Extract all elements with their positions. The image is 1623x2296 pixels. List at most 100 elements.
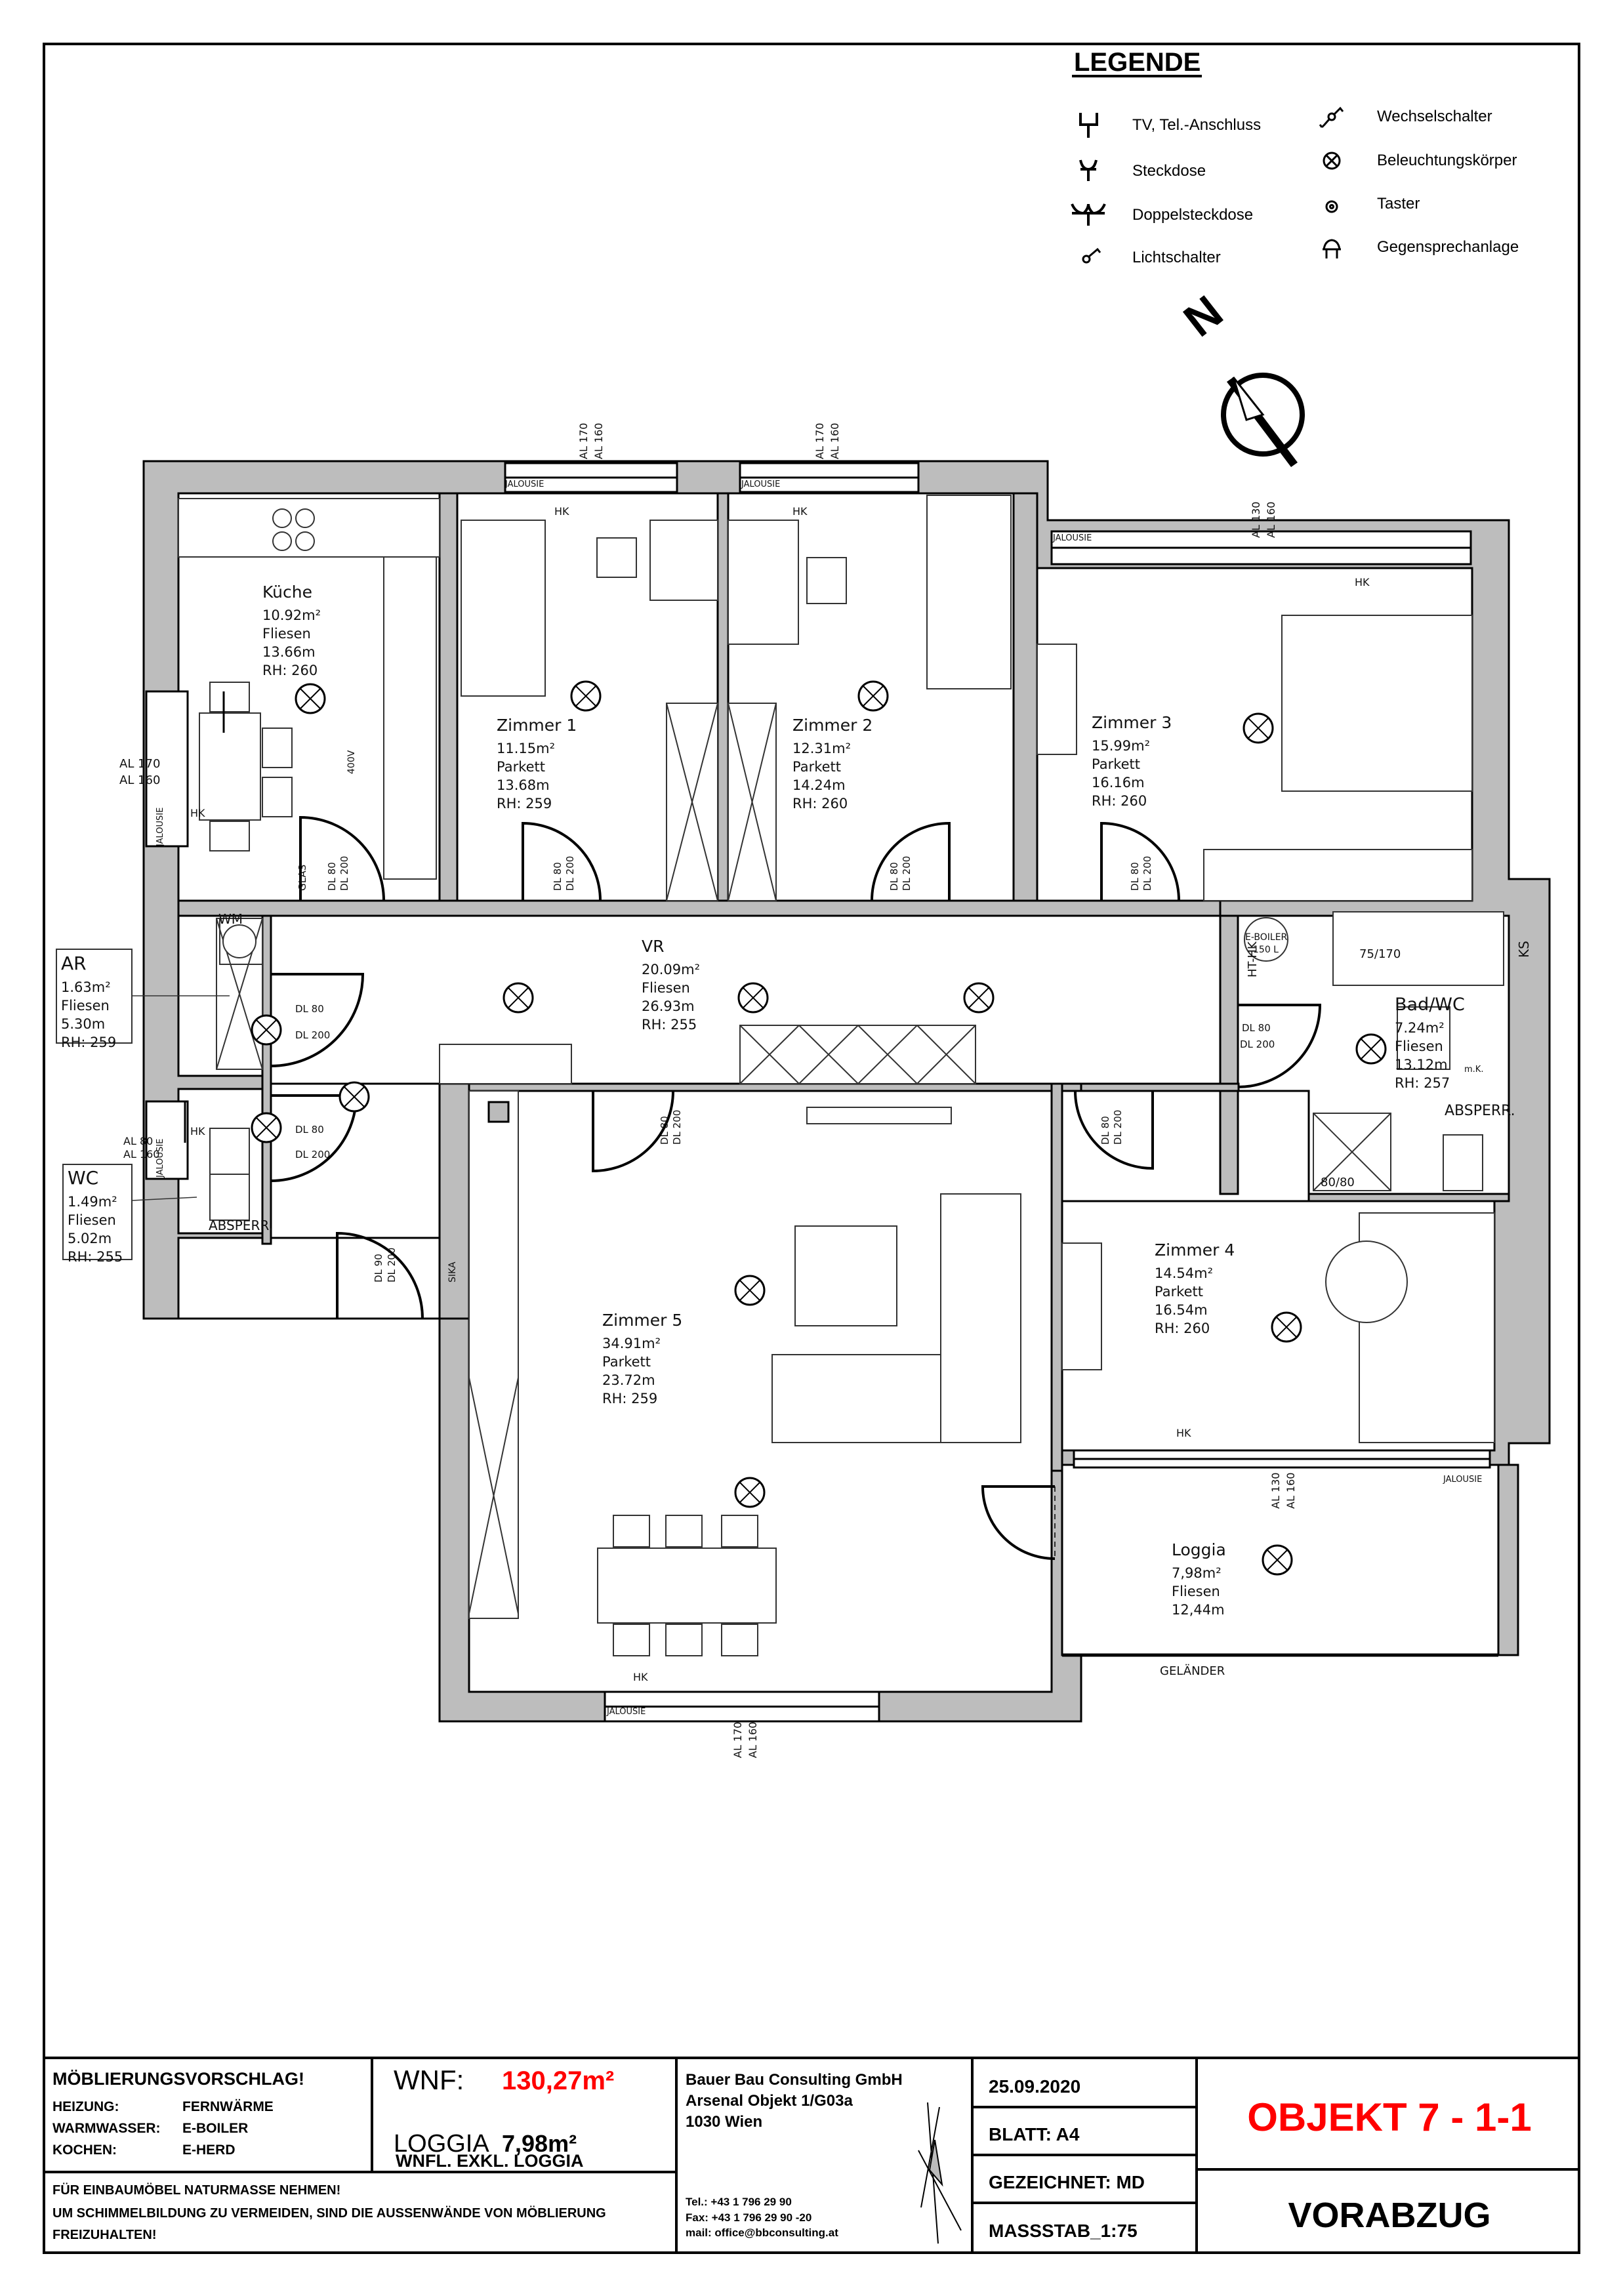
light-fixtures: [251, 680, 1387, 1576]
room-label-name: AR: [61, 953, 87, 974]
annotation-hk: HK: [633, 1671, 648, 1683]
object-number: OBJEKT 7 - 1-1: [1247, 2095, 1531, 2139]
room-label-perimeter: 26.93m: [642, 998, 695, 1014]
partition-wall: [177, 899, 1222, 917]
company-city: 1030 Wien: [686, 2113, 762, 2131]
legend-label: Doppelsteckdose: [1132, 206, 1253, 224]
e-boiler: [1244, 917, 1288, 962]
toilet: [1443, 1134, 1483, 1191]
room-label-height: RH: 260: [1092, 793, 1147, 809]
chair: [806, 557, 847, 604]
chair: [209, 821, 250, 851]
room-label-name: Zimmer 3: [1092, 713, 1172, 732]
light-fixture-cross: [863, 686, 884, 707]
legend-label: TV, Tel.-Anschluss: [1132, 116, 1261, 134]
annotation-al160: AL 160: [1284, 1473, 1297, 1509]
bed: [461, 520, 546, 697]
cross-hatch: [739, 1025, 800, 1084]
annotation-hk: HK: [190, 807, 205, 819]
room-label-height: RH: 255: [642, 1017, 697, 1033]
spec-value: E-BOILER: [182, 2121, 248, 2136]
room-label-name: Bad/WC: [1395, 994, 1465, 1015]
room-label-perimeter: 13.12m: [1395, 1057, 1448, 1073]
room-label-name: VR: [642, 937, 664, 956]
annotation-jalousie: JALOUSIE: [504, 480, 544, 489]
room-label-perimeter: 12,44m: [1172, 1602, 1225, 1618]
room-label-floor: Parkett: [602, 1354, 651, 1370]
draft-status: VORABZUG: [1288, 2196, 1491, 2235]
annotation-sika: SIKA: [447, 1261, 458, 1282]
room-label-area: 14.54m²: [1155, 1265, 1213, 1281]
room-label-name: Zimmer 2: [792, 716, 873, 735]
socket-icon: [1079, 159, 1098, 181]
room-label-height: RH: 257: [1395, 1075, 1450, 1091]
annotation-hk: HK: [190, 1125, 205, 1138]
dining-table: [597, 1548, 777, 1624]
partition-wall: [1050, 1082, 1063, 1472]
cross-hatch: [728, 703, 777, 901]
desk: [649, 520, 718, 601]
room-label-floor: Parkett: [1092, 756, 1140, 772]
wc-leader-line: [131, 1197, 197, 1201]
annotation-dl80: DL 80: [1129, 862, 1141, 891]
desk: [1037, 644, 1077, 755]
partition-wall: [261, 914, 272, 1245]
light-fixture-cross: [968, 987, 989, 1008]
spec-key: KOCHEN:: [52, 2142, 117, 2158]
spec-value: FERNWÄRME: [182, 2099, 274, 2114]
door-swing: [981, 1485, 1056, 1560]
annotation-dl90: DL 90: [373, 1254, 384, 1282]
note: FÜR EINBAUMÖBEL NATURMASSE NEHMEN!: [52, 2183, 340, 2198]
stove-burner: [295, 531, 315, 551]
room-label-height: RH: 260: [1155, 1321, 1210, 1336]
room-label-perimeter: 14.24m: [792, 777, 846, 793]
cross-hatch: [468, 1377, 519, 1614]
title-block: [44, 2057, 1579, 2253]
room-label-floor: Parkett: [1155, 1284, 1203, 1300]
round-table: [1325, 1240, 1408, 1323]
annotation-dl200: DL 200: [1240, 1038, 1275, 1050]
legend-label: Wechselschalter: [1377, 108, 1492, 125]
room-label-area: 34.91m²: [602, 1336, 661, 1351]
annotation-hk: HK: [1176, 1427, 1191, 1439]
cross-hatch: [916, 1025, 976, 1084]
room-label-perimeter: 5.30m: [61, 1016, 105, 1032]
chimney-shaft: [487, 1101, 510, 1123]
door-swing: [1237, 1004, 1322, 1088]
annotation-dl200: DL 200: [339, 856, 350, 891]
wnf-label: WNF:: [394, 2064, 464, 2095]
annotation-boiler_vol: 150 L: [1253, 945, 1279, 955]
toilet: [209, 1174, 250, 1221]
room-label-name: Küche: [262, 583, 312, 602]
annotation-al80: AL 80: [123, 1135, 153, 1147]
light-switch-icon: [1082, 247, 1101, 264]
annotation-dl80: DL 80: [1242, 1022, 1271, 1034]
annotation-tub: 75/170: [1359, 947, 1401, 961]
room-label-perimeter: 16.16m: [1092, 775, 1145, 790]
room-label-perimeter: 23.72m: [602, 1372, 655, 1388]
room-label-floor: Fliesen: [68, 1212, 116, 1228]
light-fixture-cross: [1248, 718, 1269, 739]
chair: [665, 1515, 703, 1548]
chair: [721, 1515, 758, 1548]
annotation-al170: AL 170: [119, 757, 160, 771]
room-label-name: Zimmer 4: [1155, 1240, 1235, 1260]
chair: [721, 1624, 758, 1656]
partition-wall: [1080, 1082, 1240, 1092]
annotation-absperr: ABSPERR.: [1445, 1103, 1515, 1119]
partition-wall: [438, 1082, 470, 1320]
window: [145, 1100, 189, 1180]
annotation-wm: WM: [218, 911, 243, 927]
annotation-al170: AL 170: [731, 1722, 744, 1758]
annotation-dl80: DL 80: [1099, 1116, 1111, 1145]
annotation-jalousie: JALOUSIE: [155, 1139, 165, 1178]
room-label-floor: Fliesen: [61, 998, 110, 1014]
hall-cabinet: [439, 1044, 572, 1084]
light-fixture-cross: [256, 1117, 277, 1138]
room-label-area: 7.24m²: [1395, 1020, 1445, 1036]
legend-label: Taster: [1377, 195, 1420, 213]
company-fax: Fax: +43 1 796 29 90 -20: [686, 2211, 812, 2224]
